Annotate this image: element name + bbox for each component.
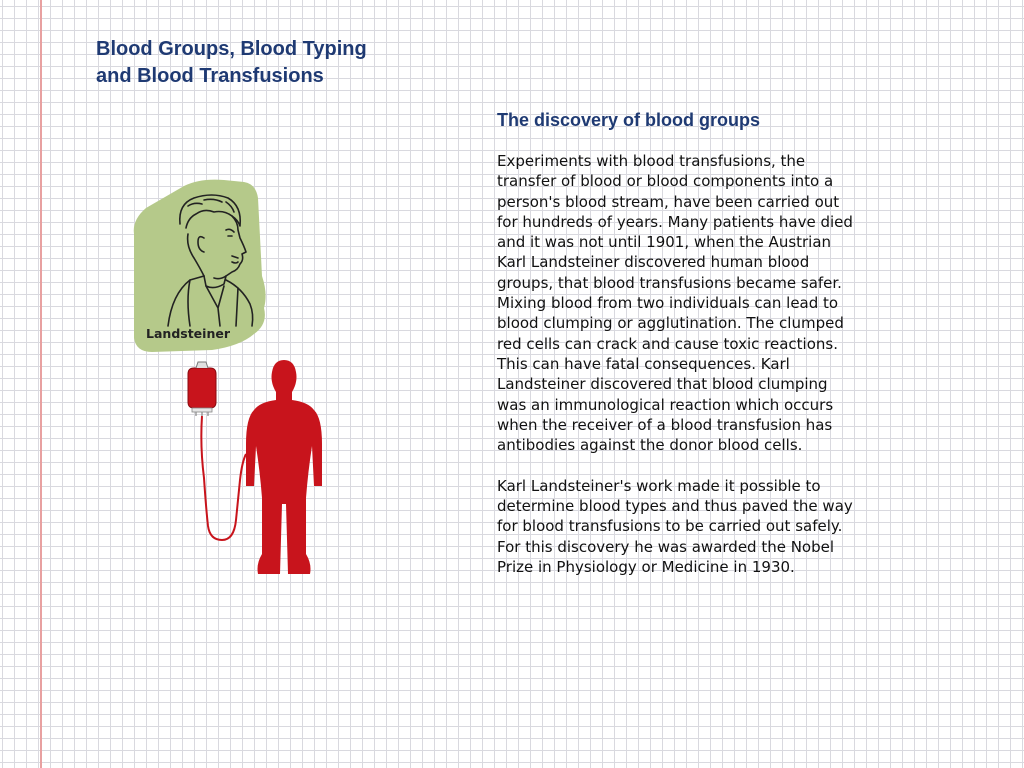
portrait-caption: Landsteiner [146,326,230,341]
text-line: determine blood types and thus paved the… [497,497,853,516]
page-title: Blood Groups, Blood Typing and Blood Tra… [96,36,516,90]
text-line: for blood transfusions to be carried out… [497,517,843,536]
text-line: was an immunological reaction which occu… [497,395,834,414]
text-line: This can have fatal consequences. Karl [497,354,790,373]
portrait-background-shape [133,179,266,352]
person-silhouette-icon [246,360,322,574]
portrait-ear [197,235,205,253]
text-line: Karl Landsteiner's work made it possible… [497,476,821,495]
transfusion-illustration [176,354,336,584]
text-line: Karl Landsteiner discovered human blood [497,253,810,272]
text-line: Mixing blood from two individuals can le… [497,294,839,313]
text-line: antibodies against the donor blood cells… [497,436,803,455]
text-line: For this discovery he was awarded the No… [497,537,835,556]
text-line: red cells can crack and cause toxic reac… [497,334,838,353]
paragraph-2: Karl Landsteiner's work made it possible… [497,476,927,577]
text-line: when the receiver of a blood transfusion… [497,415,833,434]
text-line: and it was not until 1901, when the Aust… [497,233,832,252]
article-body: Experiments with blood transfusions, the… [497,151,927,577]
portrait-hair [178,194,242,229]
title-line-2: and Blood Transfusions [96,65,324,87]
text-line: transfer of blood or blood components in… [497,172,834,191]
blood-bag-icon [187,361,217,416]
title-line-1: Blood Groups, Blood Typing [96,38,367,60]
landsteiner-portrait-illustration [128,176,274,356]
text-line: Prize in Physiology or Medicine in 1930. [497,557,795,576]
text-line: Landsteiner discovered that blood clumpi… [497,375,828,394]
notebook-margin-line [40,0,42,768]
text-line: Experiments with blood transfusions, the [497,152,806,170]
paragraph-1: Experiments with blood transfusions, the… [497,151,927,455]
text-line: groups, that blood transfusions became s… [497,273,842,292]
text-line: for hundreds of years. Many patients hav… [497,212,853,231]
text-line: blood clumping or agglutination. The clu… [497,314,844,333]
section-heading: The discovery of blood groups [497,110,761,130]
text-line: person's blood stream, have been carried… [497,192,840,211]
transfusion-tube [200,415,247,542]
